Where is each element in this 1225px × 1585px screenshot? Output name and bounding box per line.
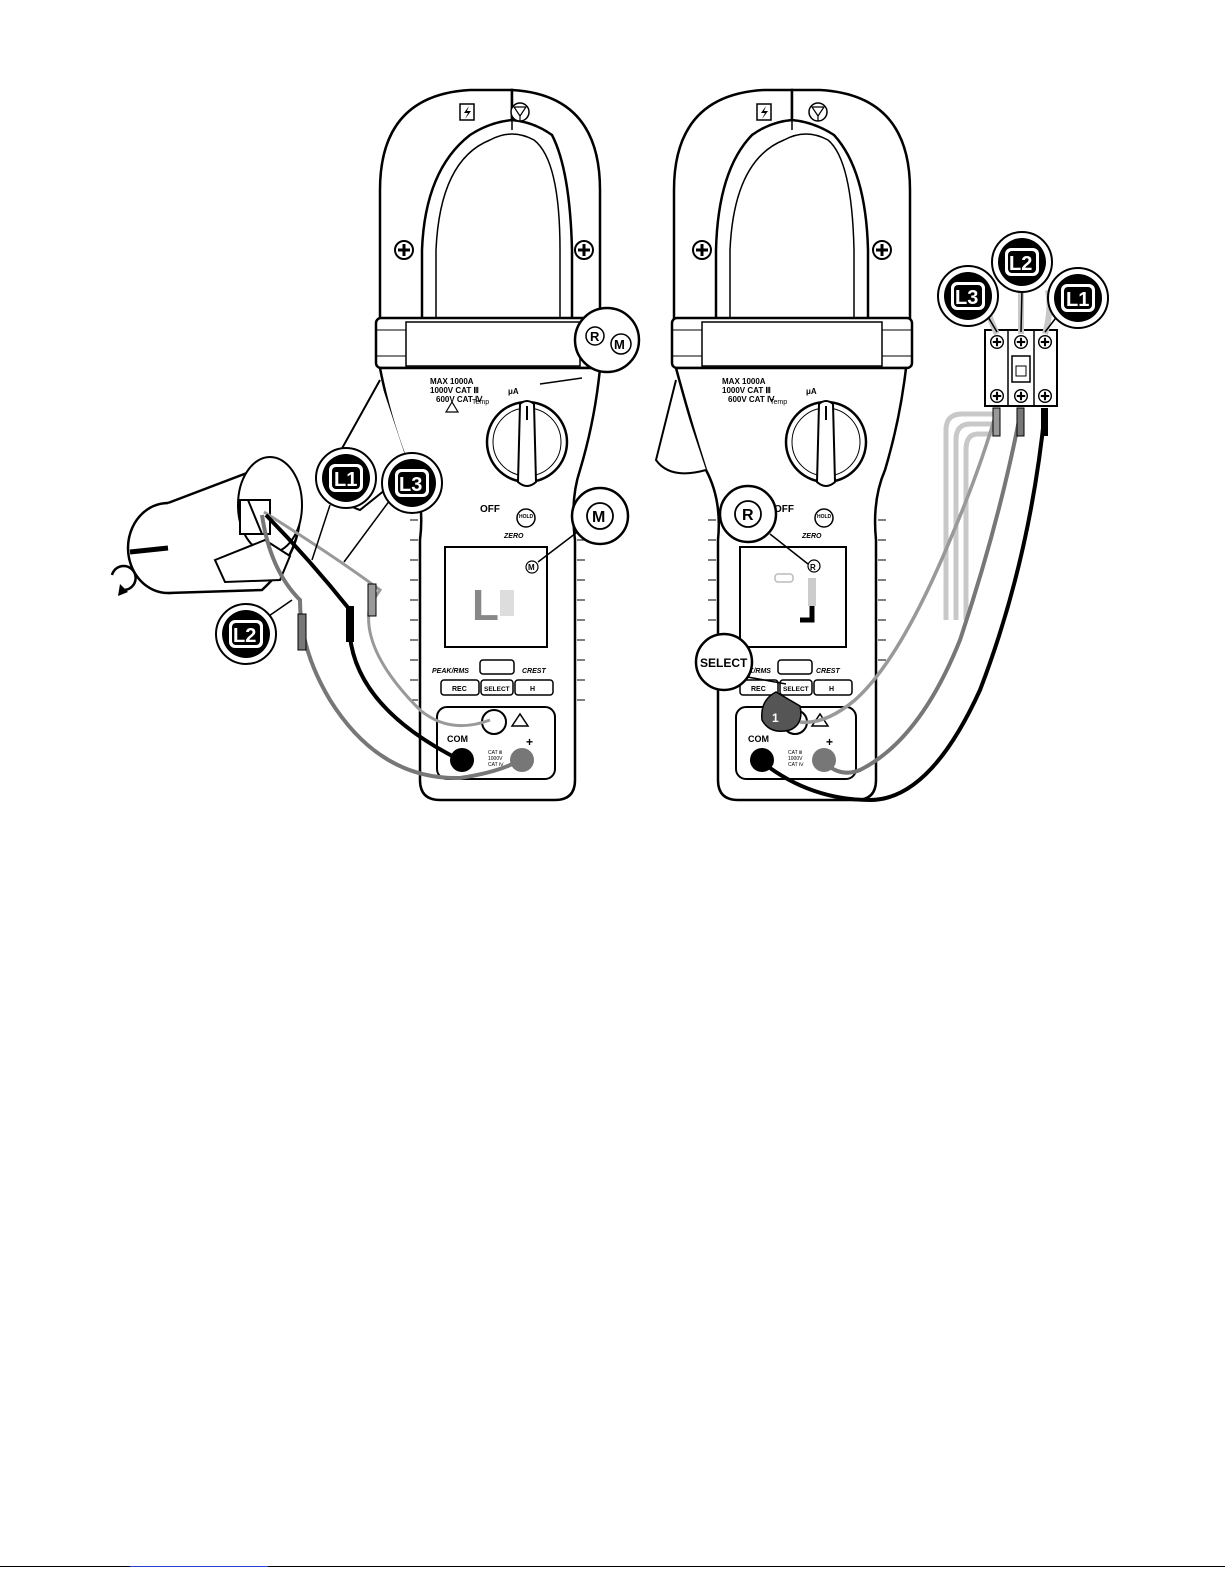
select-button-label: SELECT — [783, 686, 809, 693]
lightning-icon — [460, 104, 474, 120]
plus-screw-icon — [575, 241, 593, 259]
l2-badge-left: L2 — [216, 600, 292, 664]
ua-label: μA — [508, 387, 519, 396]
off-label: OFF — [480, 504, 500, 515]
l1-badge-right: L1 — [1045, 268, 1108, 332]
lightning-icon — [757, 104, 771, 120]
lcd-motor-indicator: M — [528, 563, 535, 572]
lcd-reading: L — [472, 581, 499, 630]
plus-screw-icon — [395, 241, 413, 259]
l2-label: L2 — [1009, 253, 1032, 275]
select-button-label: SELECT — [484, 686, 510, 693]
rotation-arrow-icon — [112, 566, 136, 596]
lcd-r-indicator: R — [810, 563, 816, 572]
com-input-jack[interactable] — [450, 748, 474, 772]
l1-label: L1 — [1066, 289, 1089, 311]
ua-label: μA — [806, 387, 817, 396]
hold-button[interactable]: HOLD — [815, 509, 833, 527]
spec-line-1: MAX 1000A — [722, 377, 766, 386]
l2-badge-right: L2 — [992, 232, 1052, 332]
lcd-display: L M — [445, 547, 547, 647]
callout-r-only: R — [742, 507, 754, 524]
hold-label: HOLD — [519, 514, 534, 520]
crest-label: CREST — [816, 668, 840, 675]
spec-line-2: 1000V CAT Ⅲ — [722, 386, 771, 395]
com-label: COM — [447, 734, 468, 744]
footer-link-underline[interactable] — [130, 1566, 268, 1567]
spec-line-2: 1000V CAT Ⅲ — [430, 386, 479, 395]
motor-illustration — [112, 457, 302, 596]
hz-button-label: H — [829, 686, 834, 693]
select-callout-label: SELECT — [700, 656, 748, 670]
plus-label: + — [826, 735, 833, 749]
right-clamp-meter: MAX 1000A 1000V CAT Ⅲ 600V CAT Ⅳ μA Temp… — [656, 90, 912, 800]
hold-label: HOLD — [817, 514, 832, 520]
cat2-label: CAT Ⅳ — [788, 762, 804, 768]
l2-label: L2 — [233, 625, 256, 647]
temp-label: Temp — [472, 399, 489, 406]
lcd-display: R — [740, 547, 846, 647]
plus-screw-icon — [693, 241, 711, 259]
spec-line-3: 600V CAT Ⅳ — [728, 395, 775, 404]
plus-input-jack[interactable] — [510, 748, 534, 772]
backlight-button[interactable] — [480, 660, 514, 674]
callout-m-only: M — [592, 509, 605, 526]
rec-button-label: REC — [452, 686, 467, 693]
plus-screw-icon — [873, 241, 891, 259]
backlight-button[interactable] — [778, 660, 812, 674]
antenna-icon — [511, 103, 529, 121]
l3-label: L3 — [955, 287, 978, 309]
hold-button[interactable]: HOLD — [517, 509, 535, 527]
spec-line-1: MAX 1000A — [430, 377, 474, 386]
l3-label: L3 — [399, 474, 422, 496]
hz-button-label: H — [530, 686, 535, 693]
antenna-icon — [809, 103, 827, 121]
temp-label: Temp — [770, 399, 787, 406]
l1-label: L1 — [334, 469, 357, 491]
callout-m-letter: M — [614, 337, 625, 352]
zero-label: ZERO — [503, 533, 524, 540]
peak-rms-label: PEAK/RMS — [432, 668, 469, 675]
rec-button-label: REC — [751, 686, 766, 693]
step-number: 1 — [772, 711, 779, 725]
callout-r-letter: R — [590, 329, 600, 344]
crest-label: CREST — [522, 668, 546, 675]
plus-label: + — [526, 735, 533, 749]
left-clamp-meter: MAX 1000A 1000V CAT Ⅲ 600V CAT Ⅳ μA Temp… — [330, 90, 639, 800]
zero-label: ZERO — [801, 533, 822, 540]
com-label: COM — [748, 734, 769, 744]
